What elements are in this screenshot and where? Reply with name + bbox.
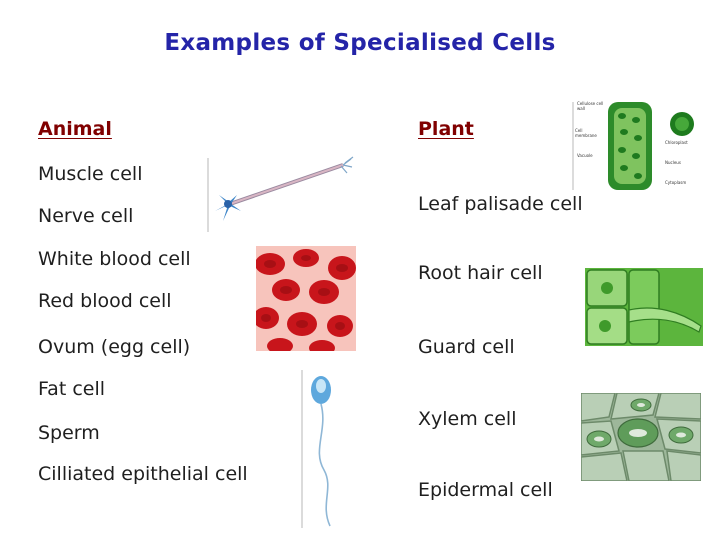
animal-item-sperm: Sperm [38, 422, 100, 444]
animal-item-red-blood: Red blood cell [38, 290, 172, 312]
red-blood-cell-image [256, 246, 356, 351]
animal-item-white-blood: White blood cell [38, 248, 191, 270]
nerve-cell-image [205, 155, 355, 232]
animal-heading: Animal [38, 118, 112, 140]
plant-heading: Plant [418, 118, 474, 140]
plant-item-palisade: Leaf palisade cell [418, 193, 583, 215]
animal-item-fat: Fat cell [38, 378, 106, 400]
palisade-label-cytoplasm: Cytoplasm [665, 180, 687, 185]
palisade-cell-image: Cellulose cell wall Cell membrane Vacuol… [570, 98, 702, 194]
sperm-cell-image [300, 370, 362, 528]
animal-item-ciliated: Cilliated epithelial cell [38, 463, 248, 485]
root-hair-cell-image [585, 268, 703, 346]
palisade-label-vacuole: Vacuole [577, 153, 593, 158]
plant-item-epidermal: Epidermal cell [418, 479, 553, 501]
animal-item-muscle: Muscle cell [38, 163, 143, 185]
palisade-label-chloroplast: Chloroplast [665, 140, 688, 145]
page-title: Examples of Specialised Cells [164, 30, 556, 56]
plant-item-root-hair: Root hair cell [418, 262, 543, 284]
palisade-label-membrane: Cell membrane [575, 128, 597, 138]
animal-item-nerve: Nerve cell [38, 205, 134, 227]
plant-item-xylem: Xylem cell [418, 408, 517, 430]
palisade-label-wall: Cellulose cell wall [577, 101, 604, 111]
palisade-label-nucleus: Nucleus [665, 160, 681, 165]
animal-item-ovum: Ovum (egg cell) [38, 336, 191, 358]
plant-item-guard: Guard cell [418, 336, 515, 358]
guard-cell-image [581, 393, 701, 481]
